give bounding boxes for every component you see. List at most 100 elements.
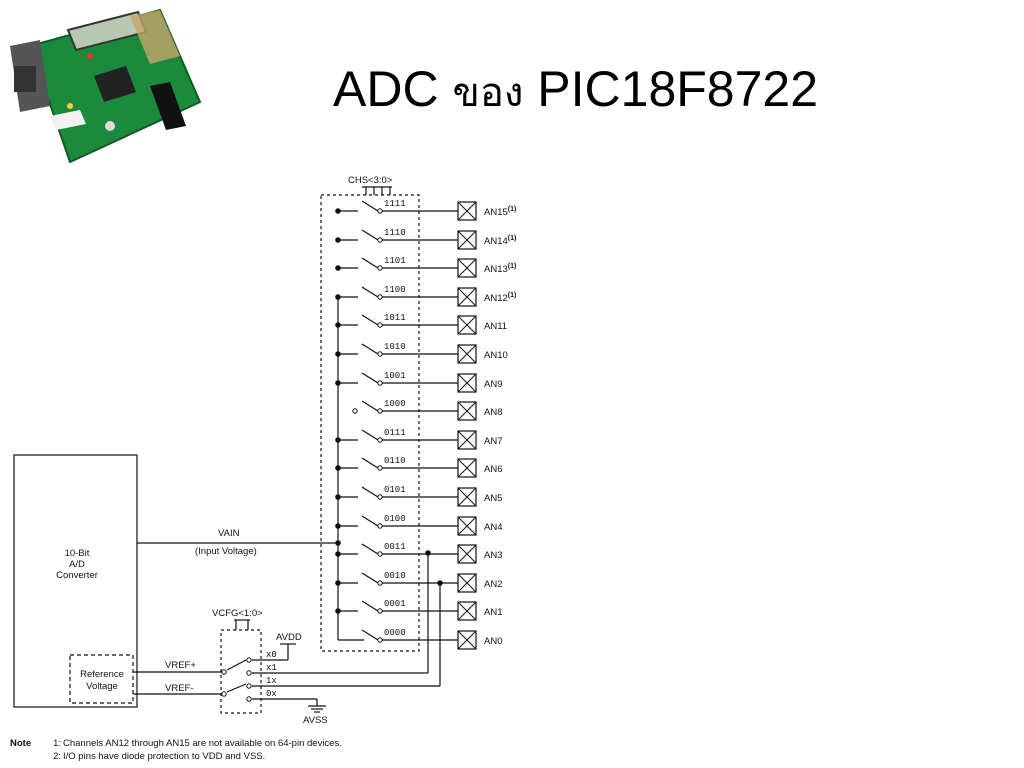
channel-code: 1011 bbox=[384, 313, 406, 323]
pin-name: AN13 bbox=[484, 264, 508, 275]
channel-code: 1101 bbox=[384, 256, 406, 266]
pin-label: AN14(1) bbox=[484, 235, 516, 247]
pin-label: AN12(1) bbox=[484, 292, 516, 304]
reference-box bbox=[69, 654, 134, 704]
pin-label: AN10 bbox=[484, 350, 508, 361]
converter-line-1: 10-Bit bbox=[65, 548, 90, 559]
pin-label: AN9 bbox=[484, 379, 502, 390]
note-text: Channels AN12 through AN15 are not avail… bbox=[63, 738, 342, 749]
pin-name: AN4 bbox=[484, 522, 502, 533]
channel-code: 1010 bbox=[384, 342, 406, 352]
vcfg-code-x1: x1 bbox=[266, 663, 277, 673]
title-thai: ของ bbox=[452, 70, 524, 116]
converter-box bbox=[13, 454, 138, 708]
pin-label: AN6 bbox=[484, 464, 502, 475]
dev-board-image bbox=[10, 8, 202, 164]
note-text: I/O pins have diode protection to VDD an… bbox=[63, 751, 266, 762]
channel-code: 1000 bbox=[384, 399, 406, 409]
pin-name: AN8 bbox=[484, 407, 502, 418]
pin-note: (1) bbox=[508, 263, 517, 270]
pin-name: AN10 bbox=[484, 350, 508, 361]
vcfg-code-x0: x0 bbox=[266, 650, 277, 660]
pin-name: AN15 bbox=[484, 207, 508, 218]
input-voltage-label: (Input Voltage) bbox=[195, 546, 257, 557]
pin-label: AN4 bbox=[484, 522, 502, 533]
channel-code: 0111 bbox=[384, 428, 406, 438]
pin-note: (1) bbox=[508, 292, 517, 299]
pin-label: AN1 bbox=[484, 607, 502, 618]
vcfg-box bbox=[220, 629, 262, 714]
pin-name: AN0 bbox=[484, 636, 502, 647]
channel-code: 0010 bbox=[384, 571, 406, 581]
channel-code: 0110 bbox=[384, 456, 406, 466]
note-number: 1: bbox=[53, 738, 61, 749]
pin-label: AN0 bbox=[484, 636, 502, 647]
vcfg-code-1x: 1x bbox=[266, 676, 277, 686]
converter-line-2: A/D bbox=[69, 559, 85, 570]
pin-name: AN7 bbox=[484, 436, 502, 447]
channel-code: 1001 bbox=[384, 371, 406, 381]
note-label: Note bbox=[10, 738, 32, 749]
vref-minus-label: VREF- bbox=[165, 683, 194, 694]
pin-name: AN2 bbox=[484, 579, 502, 590]
avdd-label: AVDD bbox=[276, 632, 302, 643]
vcfg-code-0x: 0x bbox=[266, 689, 277, 699]
channel-code: 1100 bbox=[384, 285, 406, 295]
pin-name: AN9 bbox=[484, 379, 502, 390]
pin-note: (1) bbox=[508, 206, 517, 213]
pin-label: AN13(1) bbox=[484, 263, 516, 275]
pin-label: AN8 bbox=[484, 407, 502, 418]
note-number: 2: bbox=[53, 751, 61, 762]
channel-code: 0001 bbox=[384, 599, 406, 609]
slide-title: ADC ของ PIC18F8722 bbox=[333, 60, 818, 124]
vain-label: VAIN bbox=[218, 528, 240, 539]
channel-code: 0101 bbox=[384, 485, 406, 495]
dev-board-icon bbox=[10, 8, 202, 164]
pin-name: AN11 bbox=[484, 321, 507, 332]
reference-line-1: Reference bbox=[80, 669, 124, 680]
title-prefix: ADC bbox=[333, 61, 439, 117]
pin-label: AN15(1) bbox=[484, 206, 516, 218]
pin-name: AN6 bbox=[484, 464, 502, 475]
mux-box bbox=[320, 194, 420, 652]
pin-name: AN14 bbox=[484, 236, 508, 247]
pin-name: AN12 bbox=[484, 293, 508, 304]
pin-label: AN2 bbox=[484, 579, 502, 590]
reference-line-2: Voltage bbox=[86, 681, 118, 692]
channel-code: 1111 bbox=[384, 199, 406, 209]
pin-label: AN11 bbox=[484, 321, 507, 332]
pin-name: AN1 bbox=[484, 607, 502, 618]
pin-name: AN5 bbox=[484, 493, 502, 504]
pin-name: AN3 bbox=[484, 550, 502, 561]
channel-code: 0000 bbox=[384, 628, 406, 638]
title-suffix: PIC18F8722 bbox=[537, 61, 819, 117]
channel-code: 1110 bbox=[384, 228, 406, 238]
pin-label: AN3 bbox=[484, 550, 502, 561]
channel-code: 0011 bbox=[384, 542, 406, 552]
vcfg-label: VCFG<1:0> bbox=[212, 608, 263, 619]
converter-line-3: Converter bbox=[56, 570, 98, 581]
channel-code: 0100 bbox=[384, 514, 406, 524]
pin-note: (1) bbox=[508, 235, 517, 242]
pin-label: AN5 bbox=[484, 493, 502, 504]
vref-plus-label: VREF+ bbox=[165, 660, 196, 671]
chs-label: CHS<3:0> bbox=[348, 175, 393, 186]
avss-label: AVSS bbox=[303, 715, 328, 726]
